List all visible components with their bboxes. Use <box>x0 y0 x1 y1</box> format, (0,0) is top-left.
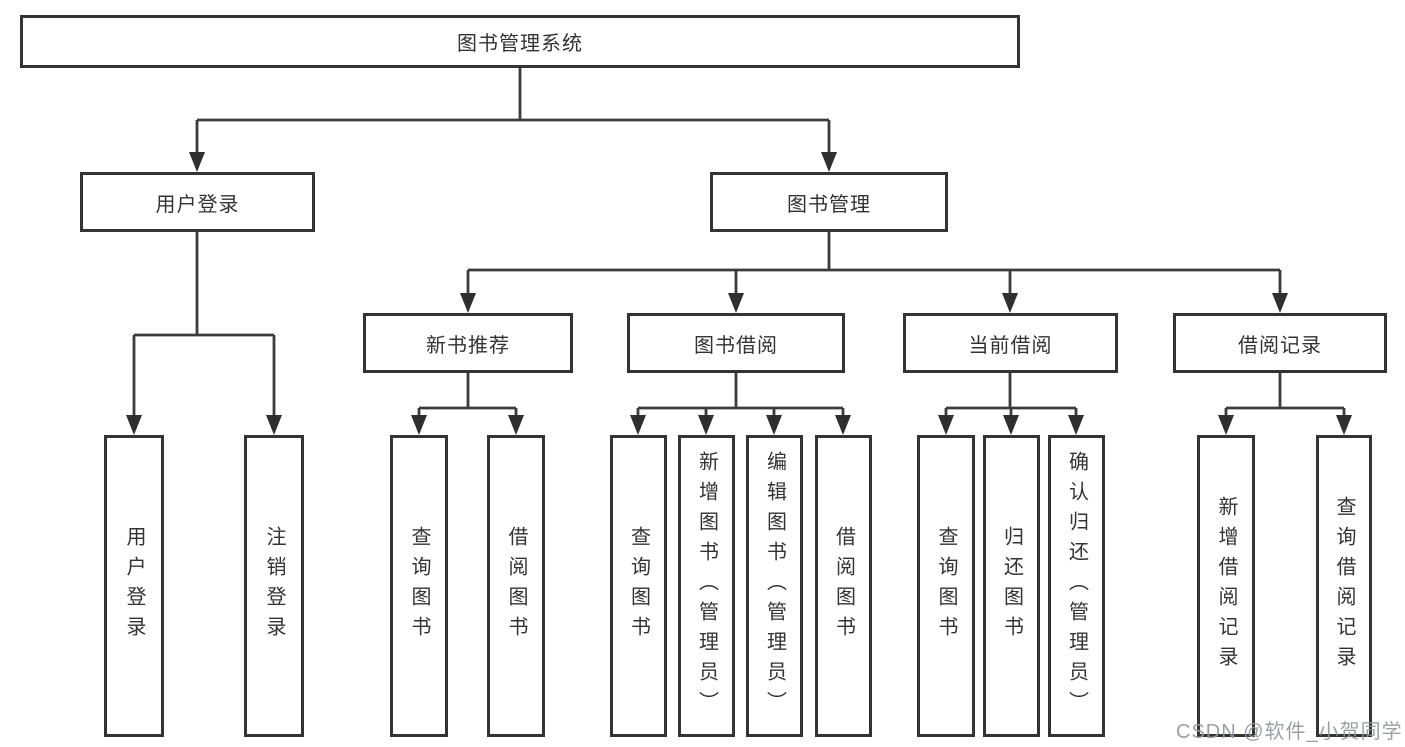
node-user-login-label: 用户登录 <box>155 193 240 216</box>
leaf-edit-book-admin: 编辑图书（管理员） <box>746 435 803 737</box>
leaf-return-book: 归还图书 <box>983 435 1040 737</box>
leaf-borrow-book-recommend-label: 借阅图书 <box>505 526 527 646</box>
leaf-query-book-borrow-label: 查询图书 <box>627 526 650 646</box>
leaf-query-borrow-record: 查询借阅记录 <box>1316 435 1372 737</box>
leaf-user-login-label: 用户登录 <box>123 526 145 646</box>
leaf-query-book-current-label: 查询图书 <box>935 526 957 646</box>
leaf-add-borrow-record-label: 新增借阅记录 <box>1215 496 1237 676</box>
node-current-borrow-label: 当前借阅 <box>968 334 1053 357</box>
node-user-login: 用户登录 <box>80 172 315 232</box>
node-root-label: 图书管理系统 <box>457 33 583 55</box>
leaf-user-login: 用户登录 <box>104 435 164 737</box>
leaf-borrow-book-label: 借阅图书 <box>832 526 855 646</box>
leaf-query-book-recommend: 查询图书 <box>390 435 448 737</box>
leaf-add-borrow-record: 新增借阅记录 <box>1197 435 1255 737</box>
leaf-return-book-label: 归还图书 <box>1000 526 1023 646</box>
node-borrow-records: 借阅记录 <box>1173 313 1387 373</box>
leaf-query-book-borrow: 查询图书 <box>610 435 667 737</box>
node-book-management-label: 图书管理 <box>787 193 871 216</box>
leaf-query-book-recommend-label: 查询图书 <box>408 526 430 646</box>
csdn-watermark: CSDN @软件_小贺同学 <box>1176 721 1403 743</box>
node-borrow-records-label: 借阅记录 <box>1238 334 1322 357</box>
node-current-borrow: 当前借阅 <box>903 313 1118 373</box>
node-book-borrow: 图书借阅 <box>627 313 845 373</box>
arrowheads <box>126 152 1352 435</box>
leaf-logout-label: 注销登录 <box>263 526 285 646</box>
leaf-confirm-return-admin-label: 确认归还（管理员） <box>1065 451 1088 721</box>
leaf-logout: 注销登录 <box>244 435 304 737</box>
leaf-borrow-book: 借阅图书 <box>815 435 872 737</box>
leaf-confirm-return-admin: 确认归还（管理员） <box>1048 435 1105 737</box>
leaf-add-book-admin: 新增图书（管理员） <box>678 435 735 737</box>
leaf-query-borrow-record-label: 查询借阅记录 <box>1333 496 1355 676</box>
leaf-add-book-admin-label: 新增图书（管理员） <box>695 451 718 721</box>
node-book-borrow-label: 图书借阅 <box>694 334 778 357</box>
node-root: 图书管理系统 <box>20 15 1020 68</box>
leaf-borrow-book-recommend: 借阅图书 <box>487 435 545 737</box>
node-book-management: 图书管理 <box>710 172 948 232</box>
node-new-book-recommend-label: 新书推荐 <box>426 334 510 357</box>
node-new-book-recommend: 新书推荐 <box>363 313 573 373</box>
leaf-edit-book-admin-label: 编辑图书（管理员） <box>763 451 786 721</box>
leaf-query-book-current: 查询图书 <box>917 435 975 737</box>
